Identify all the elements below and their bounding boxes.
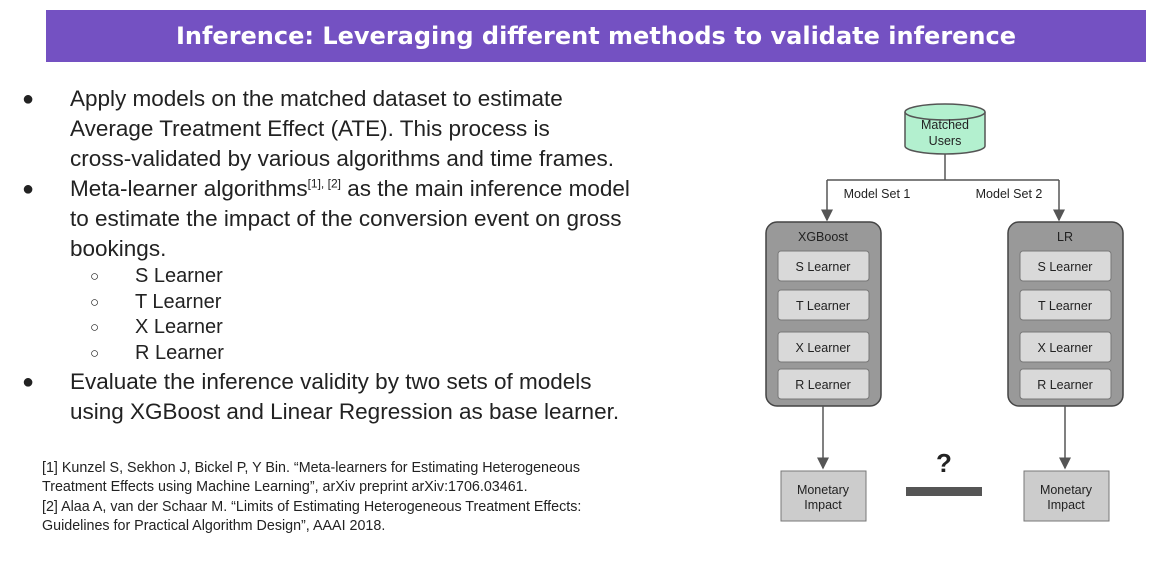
bullet-text: Average Treatment Effect (ATE). This pro…	[70, 116, 550, 141]
circle-bullet-icon: ○	[90, 345, 100, 363]
bullet-text: bookings.	[70, 236, 167, 261]
bullet-text: using XGBoost and Linear Regression as b…	[70, 398, 620, 424]
source-label-2: Users	[929, 134, 962, 148]
bullet-item: ● Meta-learner algorithms[1], [2] as the…	[20, 174, 710, 367]
bullet-item: ● Apply models on the matched dataset to…	[20, 84, 710, 174]
learner-label: S Learner	[135, 265, 223, 287]
bullet-dot-icon: ●	[22, 370, 35, 393]
references: [1] Kunzel S, Sekhon J, Bickel P, Y Bin.…	[42, 459, 617, 537]
xgboost-x-learner: X Learner	[796, 341, 851, 355]
lr-s-learner: S Learner	[1038, 260, 1093, 274]
branch-connectors	[821, 154, 1065, 222]
question-mark-icon: ?	[936, 448, 952, 478]
model-set-2-label: Model Set 2	[976, 187, 1043, 201]
xgboost-t-learner: T Learner	[796, 299, 850, 313]
xgboost-s-learner: S Learner	[796, 260, 851, 274]
bullet-dot-icon: ●	[22, 88, 35, 110]
slide-title: Inference: Leveraging different methods …	[46, 10, 1146, 62]
bullet-text: to estimate the impact of the conversion…	[70, 206, 622, 231]
outcome-left-line2: Impact	[804, 498, 842, 512]
bullet-item: ● Evaluate the inference validity by two…	[20, 367, 710, 427]
circle-bullet-icon: ○	[90, 293, 100, 311]
lr-x-learner: X Learner	[1038, 341, 1093, 355]
reference-1: [1] Kunzel S, Sekhon J, Bickel P, Y Bin.…	[42, 460, 581, 496]
outcome-right-line1: Monetary	[1040, 483, 1093, 497]
circle-bullet-icon: ○	[90, 319, 100, 337]
xgboost-group: XGBoost S Learner T Learner X Learner R …	[765, 221, 882, 407]
learner-list: ○ S Learner ○ T Learner ○ X Learner ○ R Lear…	[70, 264, 710, 367]
monetary-impact-right: Monetary Impact	[1023, 470, 1110, 522]
learner-item: ○ X Learner	[70, 315, 710, 341]
bullet-text: Evaluate the inference validity by two s…	[70, 368, 592, 394]
comparison-bar	[906, 487, 982, 496]
bullet-list: ● Apply models on the matched dataset to…	[20, 84, 710, 427]
learner-item: ○ S Learner	[70, 264, 710, 290]
citation-marker: [1], [2]	[307, 176, 341, 191]
matched-users-database: Matched Users	[904, 103, 986, 155]
lr-t-learner: T Learner	[1038, 299, 1092, 313]
lr-r-learner: R Learner	[1037, 378, 1093, 392]
xgboost-title: XGBoost	[798, 230, 849, 244]
bullet-dot-icon: ●	[22, 178, 35, 200]
reference-2: [2] Alaa A, van der Schaar M. “Limits of…	[42, 498, 582, 535]
learner-label: X Learner	[135, 316, 223, 339]
model-diagram: Matched Users Model Set 1 Model Set 2 XG…	[765, 103, 1124, 522]
monetary-impact-left: Monetary Impact	[780, 470, 867, 522]
outcome-left-line1: Monetary	[797, 483, 850, 497]
bullet-text: Apply models on the matched dataset to e…	[70, 86, 563, 111]
circle-bullet-icon: ○	[90, 268, 100, 285]
learner-item: ○ R Learner	[70, 341, 710, 367]
lr-title: LR	[1057, 230, 1073, 244]
bullet-text: Meta-learner algorithms	[70, 176, 308, 201]
bullet-text: cross-validated by various algorithms an…	[70, 146, 614, 171]
learner-item: ○ T Learner	[70, 290, 710, 316]
model-set-1-label: Model Set 1	[844, 187, 911, 201]
outcome-right-line2: Impact	[1047, 498, 1085, 512]
learner-label: R Learner	[135, 342, 224, 365]
output-arrows	[817, 406, 1071, 470]
lr-group: LR S Learner T Learner X Learner R Learn…	[1007, 221, 1124, 407]
source-label-1: Matched	[921, 118, 969, 132]
xgboost-r-learner: R Learner	[795, 378, 851, 392]
bullet-text: as the main inference model	[340, 176, 630, 201]
learner-label: T Learner	[135, 290, 222, 313]
